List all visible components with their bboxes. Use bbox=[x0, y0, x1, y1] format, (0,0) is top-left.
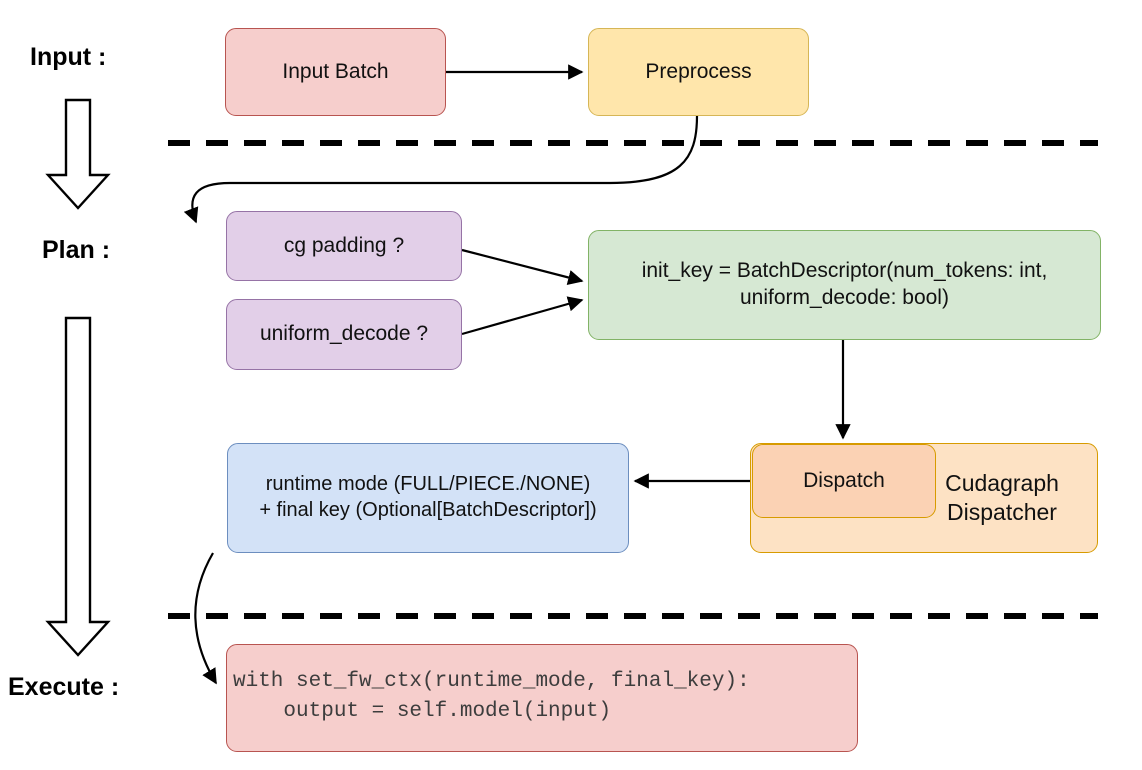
edge-uniform-decode-to-init-key bbox=[461, 296, 584, 336]
edge-runtime-mode-to-code bbox=[194, 552, 217, 685]
node-dispatch[interactable]: Dispatch bbox=[752, 444, 936, 518]
stage-label-input: Input : bbox=[30, 43, 107, 71]
node-code-block[interactable]: with set_fw_ctx(runtime_mode, final_key)… bbox=[226, 644, 858, 752]
stage-arrow-input-to-plan bbox=[45, 98, 111, 210]
node-cudagraph-dispatcher-label: Cudagraph Dispatcher bbox=[945, 469, 1059, 525]
stage-arrow-plan-to-execute bbox=[45, 316, 111, 657]
node-uniform-decode[interactable]: uniform_decode ? bbox=[226, 299, 462, 370]
node-init-key[interactable]: init_key = BatchDescriptor(num_tokens: i… bbox=[588, 230, 1101, 340]
node-preprocess[interactable]: Preprocess bbox=[588, 28, 809, 116]
node-input-batch[interactable]: Input Batch bbox=[225, 28, 446, 116]
edge-preprocess-to-cg-padding bbox=[183, 115, 699, 224]
edge-cg-padding-to-init-key bbox=[461, 248, 584, 285]
stage-label-execute: Execute : bbox=[8, 673, 120, 701]
node-runtime-mode[interactable]: runtime mode (FULL/PIECE./NONE) + final … bbox=[227, 443, 629, 553]
node-cg-padding[interactable]: cg padding ? bbox=[226, 211, 462, 281]
stage-label-plan: Plan : bbox=[42, 236, 111, 264]
